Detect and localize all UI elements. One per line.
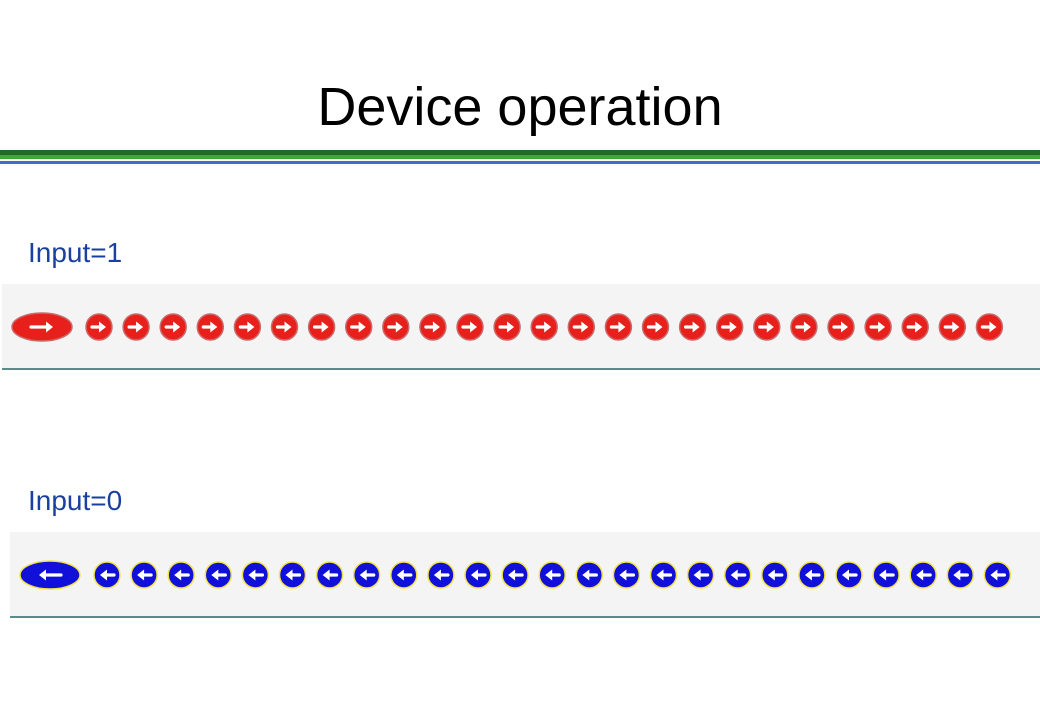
right-arrow-cell-icon xyxy=(567,313,596,341)
right-arrow-cell-icon xyxy=(307,313,336,341)
left-arrow-cell-icon xyxy=(204,561,233,589)
page-title: Device operation xyxy=(317,77,723,137)
right-arrow-cell-icon xyxy=(122,313,150,341)
left-arrow-cell-row xyxy=(19,560,1012,590)
left-arrow-cell-icon xyxy=(946,561,975,589)
left-arrow-cell-icon xyxy=(278,561,307,589)
left-arrow-cell-icon xyxy=(686,561,715,589)
right-arrow-cell-icon xyxy=(196,313,225,341)
left-arrow-cell-icon xyxy=(538,561,566,589)
left-arrow-cell-icon xyxy=(761,561,789,589)
right-arrow-cell-icon xyxy=(344,313,373,341)
right-arrow-cell-icon xyxy=(233,313,262,341)
left-arrow-cell-icon xyxy=(983,561,1012,589)
left-arrow-cell-icon xyxy=(575,561,604,589)
right-arrow-cell-icon xyxy=(975,313,1004,341)
left-arrow-cell-icon xyxy=(872,561,900,589)
left-arrow-cell-icon xyxy=(167,561,195,589)
right-arrow-cell-icon xyxy=(864,313,892,341)
left-arrow-cell-icon xyxy=(612,561,641,589)
title-rule-blue xyxy=(0,161,1040,164)
right-arrow-cell-icon xyxy=(938,313,967,341)
left-arrow-cell-icon xyxy=(241,561,270,589)
left-arrow-cell-icon xyxy=(798,561,826,589)
right-arrow-cell-icon xyxy=(678,313,707,341)
input-zero-cell-row xyxy=(10,532,1040,618)
right-arrow-cell-icon xyxy=(419,313,447,341)
left-arrow-cell-icon xyxy=(835,561,863,589)
left-arrow-cell-icon xyxy=(501,561,529,589)
right-arrow-cell-icon xyxy=(604,313,633,341)
input-zero-label: Input=0 xyxy=(28,485,123,516)
left-arrow-cell-icon xyxy=(390,561,418,589)
right-arrow-cell-icon xyxy=(493,313,521,341)
left-arrow-cell-icon xyxy=(723,561,752,589)
right-arrow-cell-icon xyxy=(11,312,73,342)
right-arrow-cell-icon xyxy=(85,313,113,341)
left-arrow-cell-icon xyxy=(427,561,455,589)
right-arrow-cell-row xyxy=(11,312,1004,342)
right-arrow-cell-icon xyxy=(641,313,670,341)
right-arrow-cell-icon xyxy=(790,313,818,341)
right-arrow-cell-icon xyxy=(827,313,855,341)
right-arrow-cell-icon xyxy=(382,313,410,341)
title-rule-dark-green xyxy=(0,150,1040,155)
title-rule-light-green xyxy=(0,155,1040,159)
right-arrow-cell-icon xyxy=(159,313,187,341)
left-arrow-cell-icon xyxy=(649,561,678,589)
left-arrow-cell-icon xyxy=(909,561,937,589)
left-arrow-cell-icon xyxy=(315,561,344,589)
input-one-cell-row xyxy=(2,284,1040,370)
row-divider xyxy=(10,616,1040,618)
right-arrow-cell-icon xyxy=(270,313,299,341)
right-arrow-cell-icon xyxy=(753,313,781,341)
input-one-label: Input=1 xyxy=(28,237,123,268)
right-arrow-cell-icon xyxy=(530,313,558,341)
left-arrow-cell-icon xyxy=(352,561,381,589)
left-arrow-cell-icon xyxy=(464,561,492,589)
left-arrow-cell-icon xyxy=(93,561,121,589)
left-arrow-cell-icon xyxy=(130,561,158,589)
right-arrow-cell-icon xyxy=(715,313,744,341)
left-arrow-cell-icon xyxy=(19,560,81,590)
right-arrow-cell-icon xyxy=(901,313,929,341)
row-divider xyxy=(2,368,1040,370)
right-arrow-cell-icon xyxy=(456,313,484,341)
